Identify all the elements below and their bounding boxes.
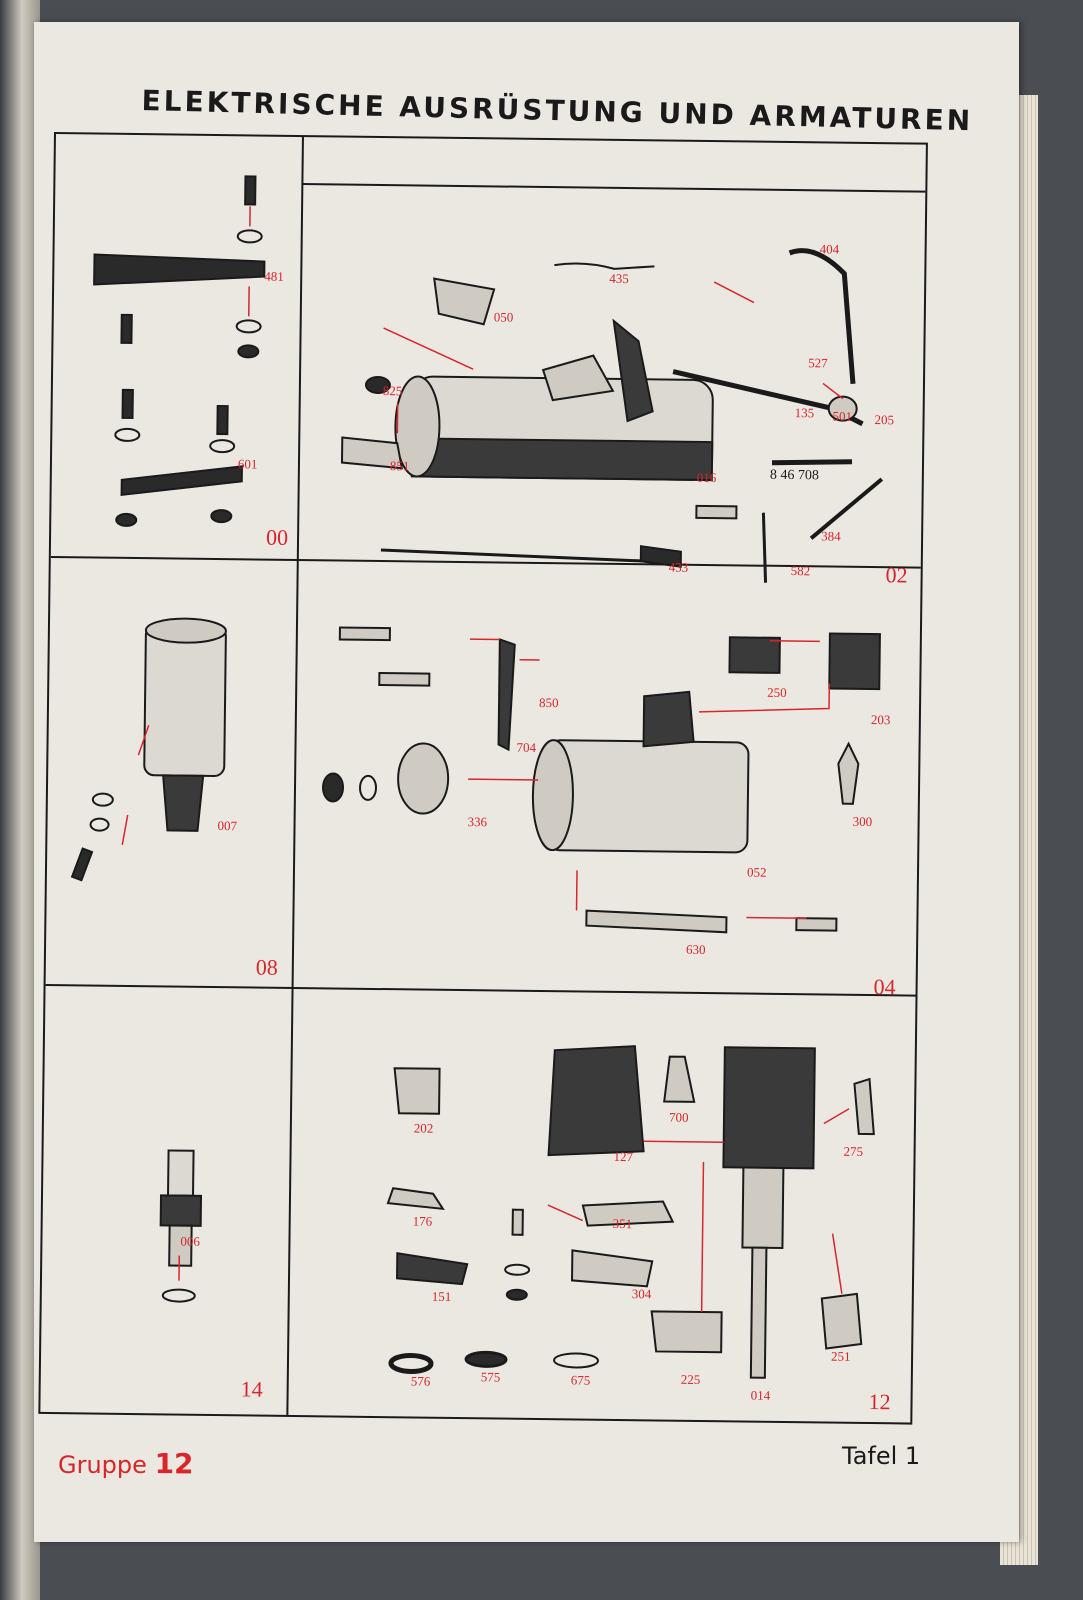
parts-illustrations — [70, 175, 884, 1379]
part-label: 825 — [382, 383, 403, 399]
part-label: 601 — [237, 456, 258, 472]
part-label: 300 — [852, 813, 873, 830]
part-label: 404 — [819, 241, 840, 257]
panel-number-14: 14 — [240, 1376, 263, 1402]
generator-body — [546, 739, 750, 854]
distributor-shaft — [749, 1246, 768, 1379]
shift-lever — [612, 318, 654, 423]
pulley — [397, 742, 450, 815]
page-title: ELEKTRISCHE AUSRÜSTUNG UND ARMATUREN — [141, 84, 974, 138]
group-label: Gruppe 12 — [58, 1447, 194, 1480]
part-label: 433 — [668, 559, 689, 575]
regulator — [642, 690, 695, 748]
part-label: 630 — [685, 941, 706, 958]
cable-lever — [788, 248, 856, 384]
bolt-illustration — [244, 175, 257, 206]
panel-number-02: 02 — [885, 562, 908, 588]
group-number: 12 — [154, 1447, 194, 1480]
part-label: 250 — [767, 684, 787, 700]
part-label: 014 — [750, 1387, 771, 1403]
part-label: 251 — [831, 1348, 851, 1364]
part-label: 527 — [808, 355, 828, 371]
part-label: 576 — [410, 1373, 431, 1389]
part-label: 8 46 708 — [769, 467, 819, 484]
cap-202 — [393, 1067, 441, 1115]
part-label: 582 — [790, 563, 811, 579]
panel-number-00: 00 — [265, 524, 289, 550]
part-label: 127 — [613, 1148, 634, 1165]
part-label: 052 — [746, 864, 767, 880]
part-label: 205 — [874, 412, 895, 428]
part-label: 501 — [832, 408, 853, 424]
part-label: 435 — [609, 270, 629, 287]
catalog-page: ELEKTRISCHE AUSRÜSTUNG UND ARMATUREN — [34, 22, 1019, 1542]
part-label: 336 — [467, 814, 488, 830]
solenoid-switch — [433, 277, 496, 326]
ignition-coil — [143, 624, 227, 778]
part-label: 700 — [668, 1109, 689, 1125]
part-label: 203 — [870, 712, 891, 728]
spring-435 — [554, 262, 655, 270]
part-label: 850 — [538, 694, 559, 711]
part-label: 007 — [217, 818, 238, 834]
part-label: 704 — [516, 739, 537, 755]
part-label: 351 — [612, 1215, 633, 1232]
rubber-plug — [364, 375, 391, 394]
tie-rod-link-2 — [120, 465, 243, 496]
bracket-630 — [585, 909, 728, 934]
part-label: 851 — [389, 458, 410, 474]
distributor-cap-assembly — [722, 1046, 816, 1170]
part-label: 384 — [821, 528, 841, 544]
rod-433 — [380, 548, 651, 563]
part-label: 481 — [264, 268, 284, 284]
part-label: 275 — [843, 1143, 864, 1159]
part-label: 006 — [180, 1233, 201, 1249]
part-label: 151 — [431, 1288, 452, 1304]
plate-label: Tafel 1 — [842, 1442, 921, 1470]
panel-number-04: 04 — [873, 974, 896, 1000]
diagram-frame: 00 02 08 04 14 12 481 601 435 050 404 82… — [38, 132, 928, 1425]
vacuum-unit-251 — [820, 1292, 863, 1350]
spring-846708 — [771, 459, 853, 466]
terminal-box-250 — [728, 636, 781, 674]
mounting-flange — [340, 436, 404, 470]
part-label: 575 — [480, 1369, 501, 1385]
distributor-cap-127 — [547, 1045, 645, 1157]
panel-number-08: 08 — [255, 954, 278, 980]
part-label: 304 — [631, 1286, 652, 1302]
panel-number-12: 12 — [868, 1389, 891, 1415]
rod-384 — [809, 477, 884, 540]
left-page-edge — [0, 0, 40, 1600]
spark-plug — [167, 1149, 195, 1197]
part-label: 135 — [794, 405, 815, 421]
terminal-box-203 — [828, 632, 881, 691]
rod-582 — [761, 512, 768, 583]
part-label: 675 — [570, 1372, 591, 1388]
part-label: 225 — [680, 1371, 701, 1387]
part-label: 050 — [493, 309, 514, 325]
part-label: 176 — [412, 1213, 433, 1229]
part-label: 202 — [413, 1120, 434, 1136]
tie-rod-link — [93, 253, 266, 286]
group-label-text: Gruppe — [58, 1451, 147, 1479]
part-label: 016 — [696, 469, 717, 486]
